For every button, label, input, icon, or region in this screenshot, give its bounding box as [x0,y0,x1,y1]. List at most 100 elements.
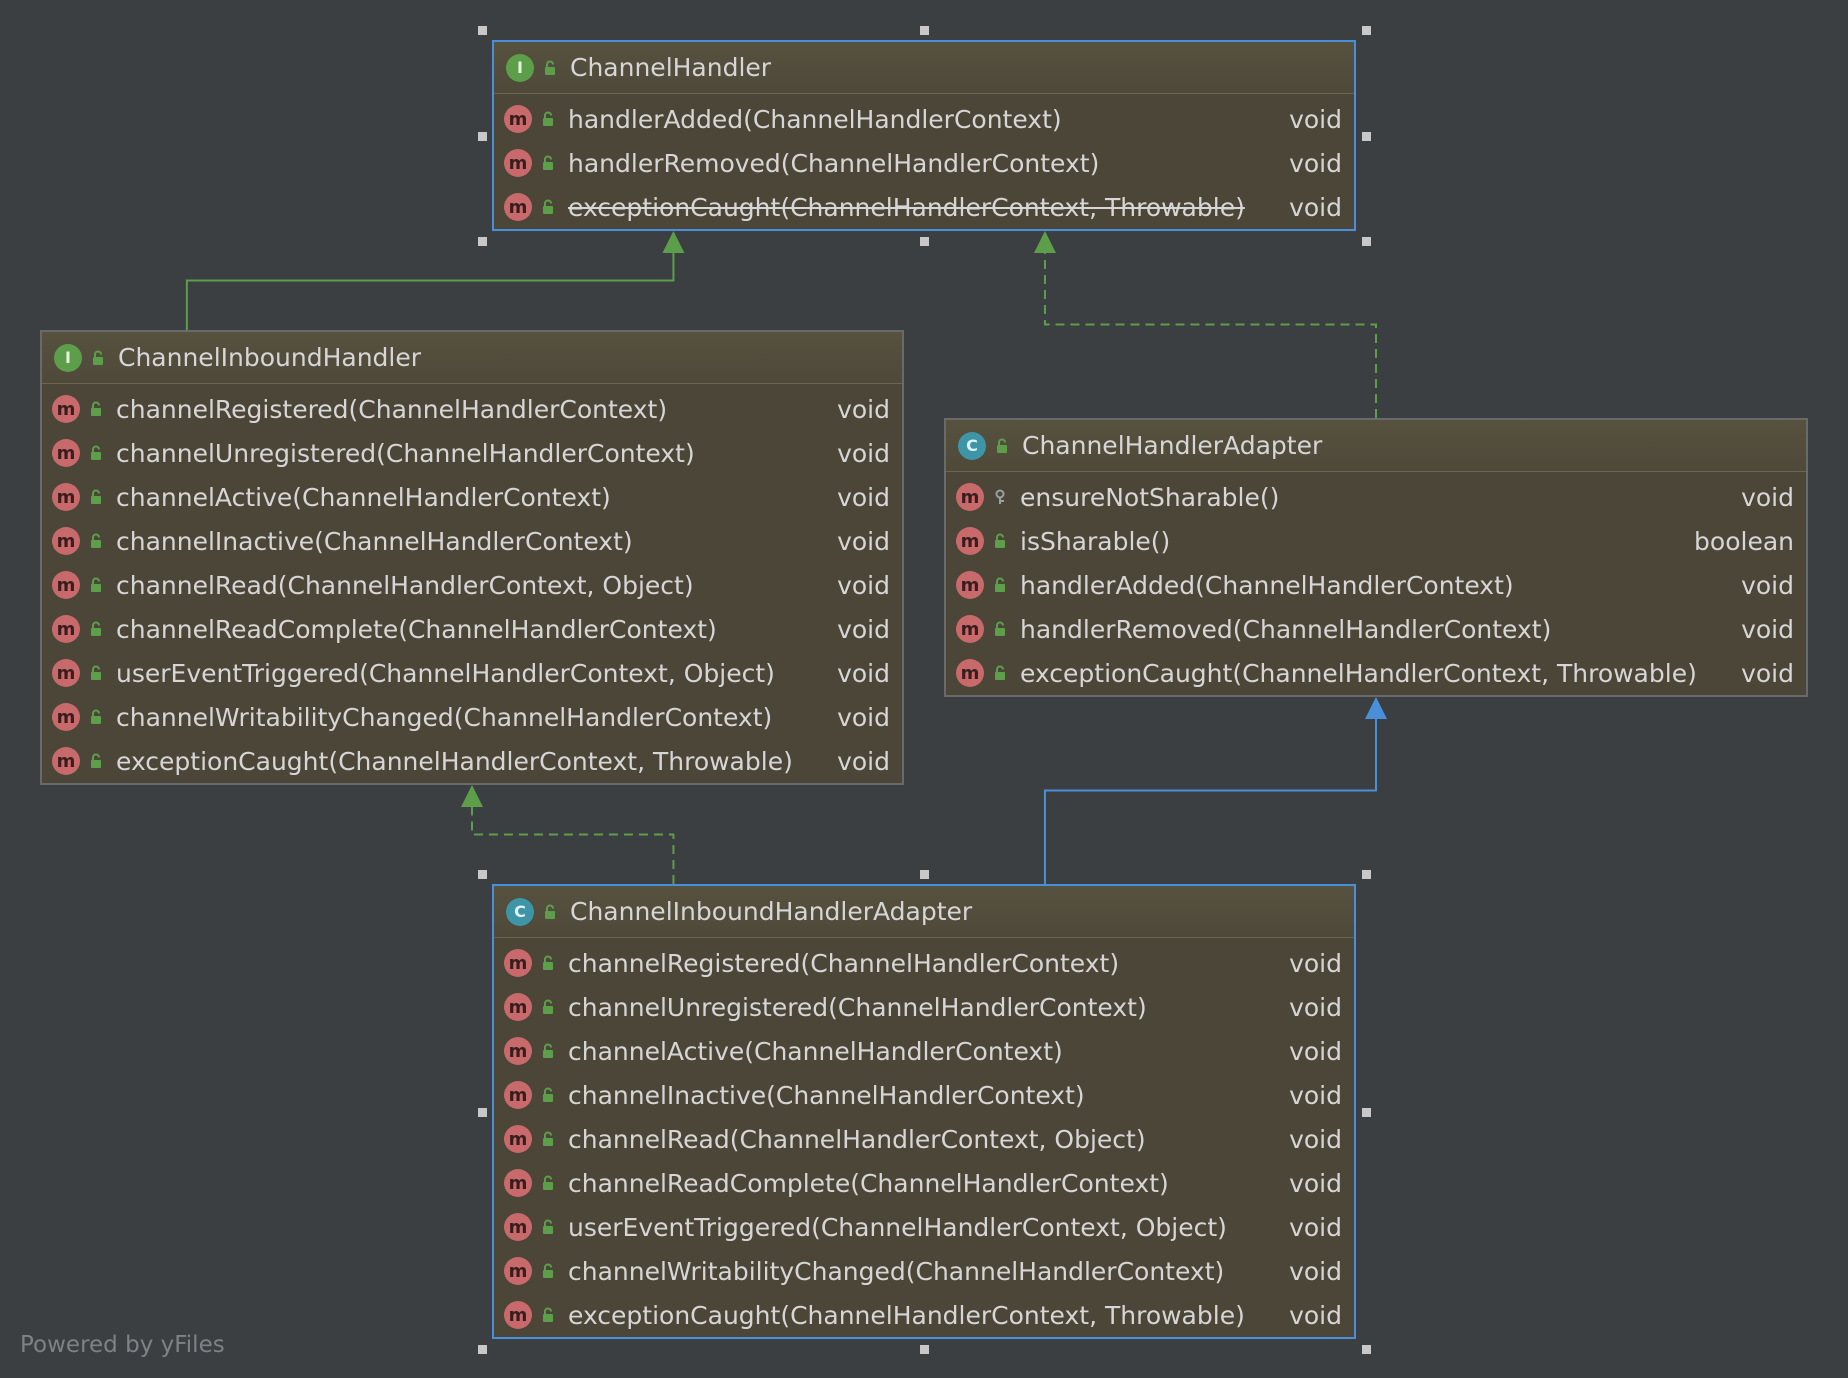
public-lock-icon [995,577,1005,592]
method-signature: isSharable() [1020,526,1171,556]
method-list: m handlerAdded(ChannelHandlerContext) void… [494,94,1354,229]
resize-handle[interactable] [920,237,929,246]
method-icon: m [504,949,532,977]
public-lock-icon [91,621,101,636]
resize-handle[interactable] [920,26,929,35]
method-signature: channelRegistered(ChannelHandlerContext) [116,394,668,424]
resize-handle[interactable] [478,131,487,141]
resize-handle[interactable] [478,1345,487,1354]
method-return-type: void [837,614,890,644]
resize-handle[interactable] [478,237,487,246]
method-icon: m [52,439,80,467]
resize-handle[interactable] [1362,870,1371,879]
resize-handle[interactable] [478,26,487,35]
resize-handle[interactable] [1362,131,1371,141]
method-return-type: void [1289,148,1342,178]
method-return-type: void [1289,1212,1342,1242]
public-lock-icon [91,401,101,416]
method-signature: channelRead(ChannelHandlerContext, Objec… [116,570,694,600]
method-signature: handlerAdded(ChannelHandlerContext) [568,104,1062,134]
resize-handle[interactable] [920,870,929,879]
resize-handle[interactable] [920,1345,929,1354]
method-icon: m [956,615,984,643]
method-icon: m [504,1169,532,1197]
method-return-type: void [837,702,890,732]
watermark: Powered by yFiles [20,1332,225,1358]
method-icon: m [504,193,532,221]
public-lock-icon [997,438,1007,453]
method-icon: m [956,527,984,555]
public-lock-icon [91,709,101,724]
method-return-type: boolean [1694,526,1794,556]
method-row[interactable]: m isSharable() boolean [946,519,1806,563]
method-icon: m [504,149,532,177]
public-lock-icon [543,1307,553,1322]
method-return-type: void [837,658,890,688]
public-lock-icon [91,753,101,768]
method-return-type: void [837,482,890,512]
method-return-type: void [1741,570,1794,600]
resize-handle[interactable] [478,1107,487,1117]
method-signature: handlerAdded(ChannelHandlerContext) [1020,570,1514,600]
public-lock-icon [543,155,553,170]
resize-handle[interactable] [478,870,487,879]
interface-icon: I [506,53,534,82]
public-lock-icon [543,1175,553,1190]
method-icon: m [504,1301,532,1329]
resize-handle[interactable] [1362,1345,1371,1354]
public-lock-icon [995,533,1005,548]
edge-arrowhead [461,785,483,807]
method-icon: m [504,1257,532,1285]
method-return-type: void [1289,104,1342,134]
resize-handle[interactable] [1362,1107,1371,1117]
method-icon: m [956,483,984,511]
method-signature: channelUnregistered(ChannelHandlerContex… [568,992,1147,1022]
resize-handle[interactable] [1362,237,1371,246]
edge-implements[interactable] [471,807,675,884]
public-lock-icon [93,350,103,365]
method-return-type: void [1289,1256,1342,1286]
resize-handle[interactable] [1362,26,1371,35]
public-lock-icon [543,1131,553,1146]
edge-arrowhead [662,231,685,253]
public-lock-icon [545,60,555,75]
edge-implements[interactable] [1043,253,1377,418]
public-lock-icon [995,665,1005,680]
edge-extends[interactable] [185,253,675,330]
edge-extends[interactable] [1043,719,1377,884]
